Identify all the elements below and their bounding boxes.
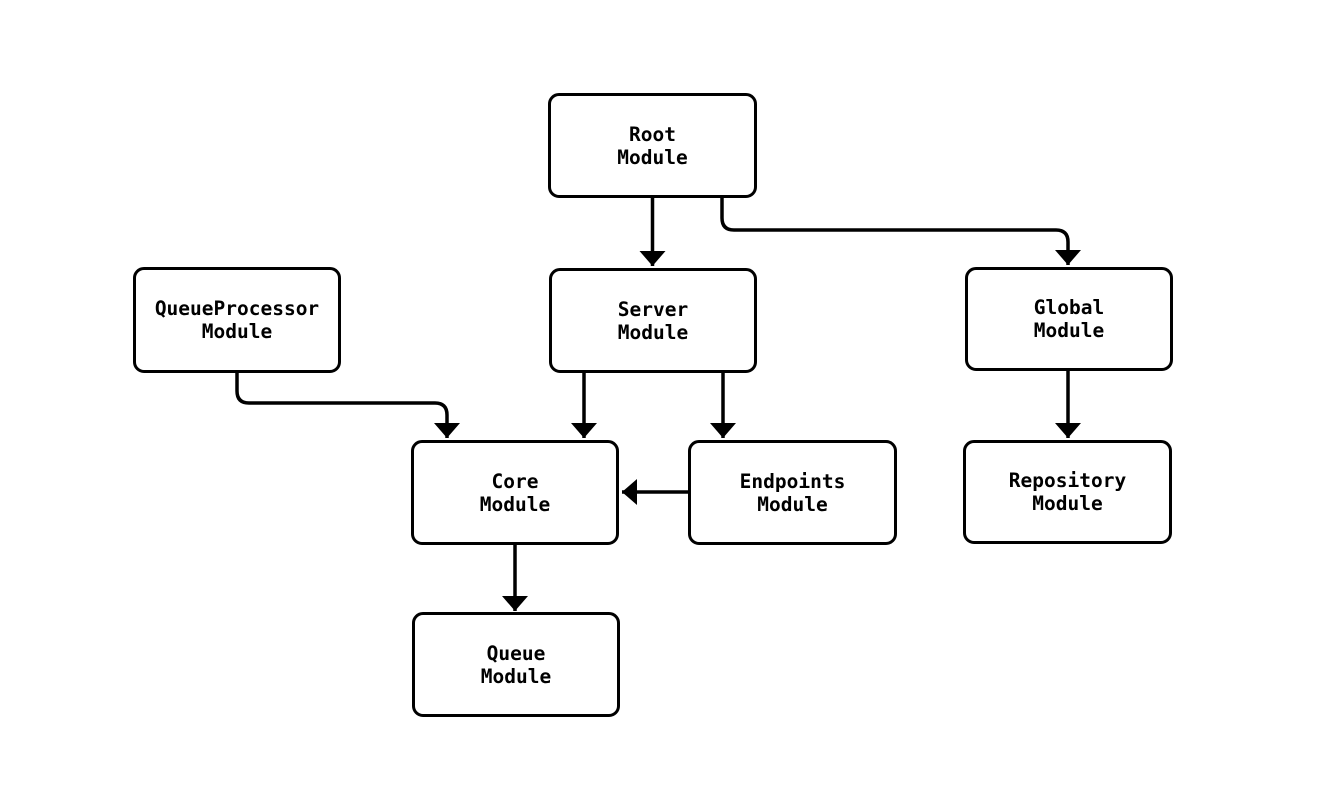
node-core-module: Core Module <box>411 440 619 545</box>
node-endpoints-module: Endpoints Module <box>688 440 897 545</box>
node-root-module: Root Module <box>548 93 757 198</box>
node-repository-module: Repository Module <box>963 440 1172 544</box>
edge-queueprocessor-to-core <box>235 373 460 438</box>
edge-root-to-global <box>720 198 1081 265</box>
node-queue-module: Queue Module <box>412 612 620 717</box>
node-global-module: Global Module <box>965 267 1173 371</box>
node-queueprocessor-module: QueueProcessor Module <box>133 267 341 373</box>
node-server-module: Server Module <box>549 268 757 373</box>
